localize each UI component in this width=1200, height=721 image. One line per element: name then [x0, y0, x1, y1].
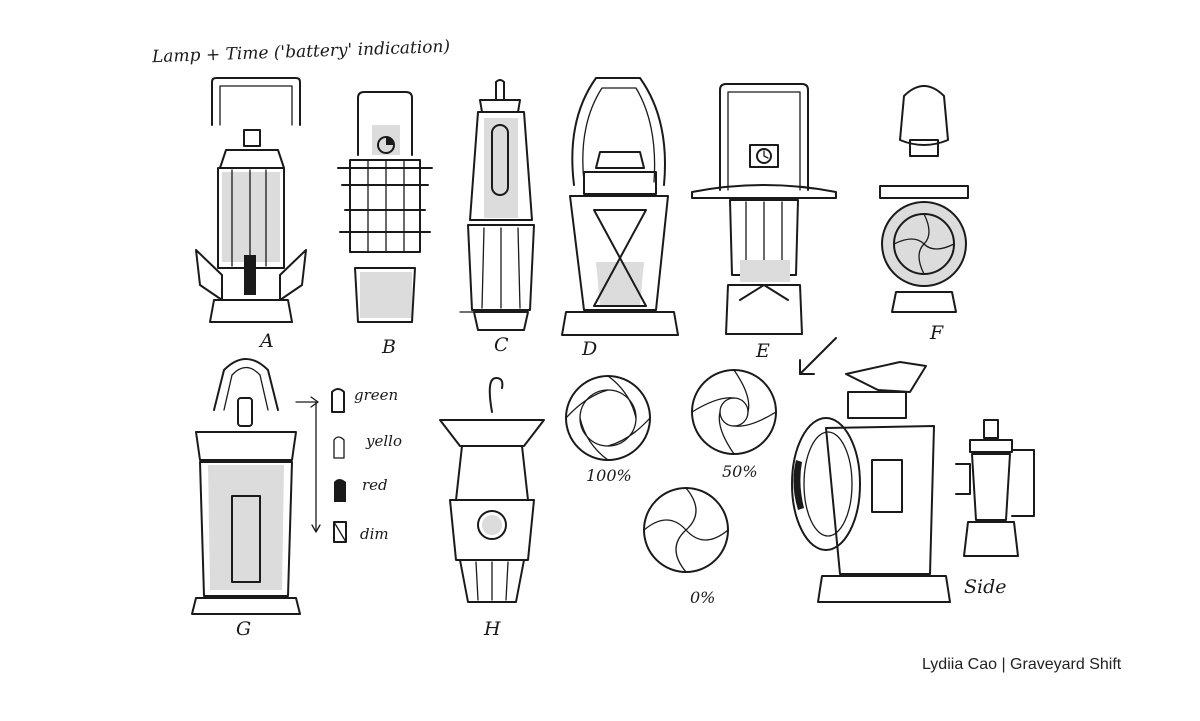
lamp-b-sketch [337, 91, 433, 323]
lamp-f-sketch [879, 85, 969, 313]
legend-swatches [331, 388, 347, 543]
legend-dim: dim [360, 525, 389, 543]
iris-100-sketch [565, 375, 651, 461]
lamp-e-sketch [691, 83, 837, 335]
legend-green: green [354, 386, 399, 404]
pointer-arrow [799, 337, 837, 375]
side-view-label: Side [964, 576, 1007, 598]
lamp-label-g: G [236, 618, 252, 640]
lamp-h-sketch [439, 377, 545, 603]
iris-label-50: 50% [722, 462, 758, 481]
artist-credit: Lydiia Cao | Graveyard Shift [922, 656, 1122, 673]
legend-red: red [362, 476, 388, 494]
side-view-lamp-sketch [955, 419, 1035, 557]
lamp-label-e: E [756, 340, 770, 362]
legend-yello: yello [366, 432, 402, 450]
lamp-g-sketch [191, 358, 301, 615]
iris-0-sketch [643, 487, 729, 573]
iris-50-sketch [691, 369, 777, 455]
iris-label-0: 0% [690, 588, 716, 607]
lamp-label-d: D [582, 338, 598, 360]
lamp-label-a: A [260, 330, 274, 352]
lamp-label-h: H [484, 618, 501, 640]
lamp-label-f: F [930, 322, 944, 344]
legend-arrow [295, 396, 321, 533]
lamp-c-sketch [459, 79, 535, 331]
lamp-label-b: B [382, 336, 396, 358]
lamp-d-sketch [561, 77, 679, 336]
perspective-lamp-sketch [791, 361, 951, 603]
lamp-a-sketch [195, 77, 307, 323]
iris-label-100: 100% [586, 466, 632, 485]
lamp-label-c: C [494, 334, 509, 356]
